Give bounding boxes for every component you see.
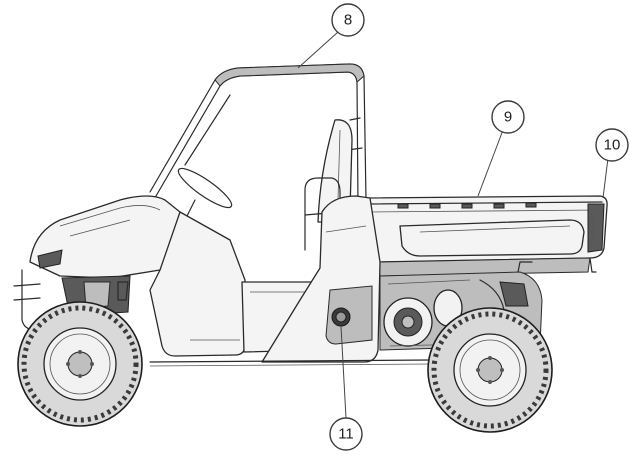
cargo-bed bbox=[365, 195, 608, 277]
callout-9-label: 9 bbox=[504, 109, 512, 126]
rear-wheel bbox=[427, 307, 553, 433]
fuel-cap bbox=[331, 307, 351, 327]
callout-10-label: 10 bbox=[604, 137, 621, 154]
callout-10: 10 bbox=[595, 128, 629, 162]
leader-11 bbox=[340, 325, 347, 419]
callout-11-label: 11 bbox=[338, 426, 354, 443]
roll-cage bbox=[149, 63, 367, 206]
leader-8 bbox=[297, 31, 339, 69]
callout-9: 9 bbox=[491, 100, 525, 134]
callout-8: 8 bbox=[331, 3, 365, 37]
leader-9 bbox=[477, 129, 504, 197]
callout-8-label: 8 bbox=[344, 12, 352, 29]
front-wheel bbox=[17, 301, 143, 427]
callout-11: 11 bbox=[329, 417, 363, 451]
frame-rail bbox=[149, 359, 431, 367]
callout-leaders bbox=[297, 31, 609, 419]
leader-10 bbox=[602, 157, 609, 199]
